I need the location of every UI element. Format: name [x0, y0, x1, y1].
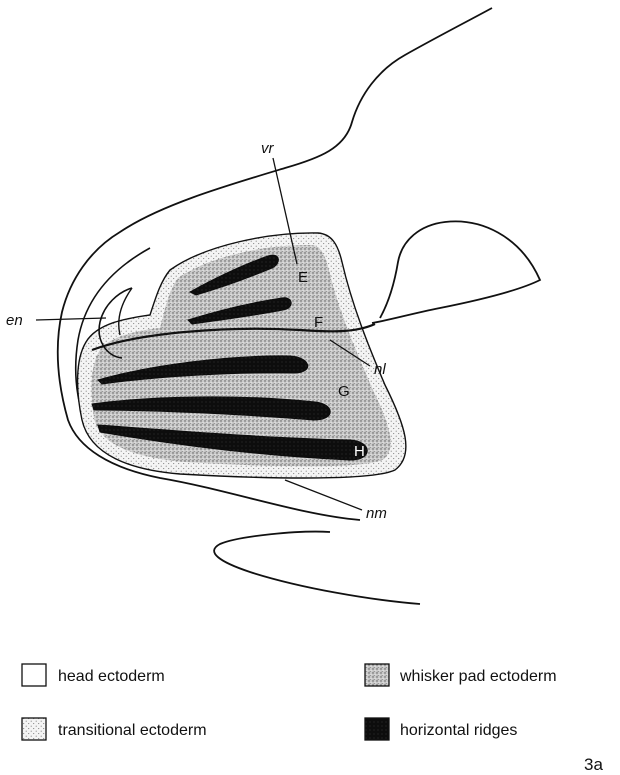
label-vr: vr — [261, 140, 275, 157]
label-nm: nm — [366, 505, 387, 522]
label-E: E — [298, 269, 308, 286]
legend-text-whisker: whisker pad ectoderm — [399, 668, 557, 685]
legend-swatch-head — [22, 664, 46, 686]
loop-outline — [372, 221, 540, 323]
label-en: en — [6, 312, 23, 329]
legend-swatch-ridges — [365, 718, 389, 740]
figure-number: 3a — [584, 755, 603, 774]
legend-swatch-transitional — [22, 718, 46, 740]
legend-text-ridges: horizontal ridges — [400, 722, 517, 739]
label-F: F — [314, 314, 323, 331]
en-leader — [36, 318, 106, 320]
label-nl: nl — [374, 361, 386, 378]
legend-text-transitional: transitional ectoderm — [58, 722, 207, 739]
legend-swatch-whisker — [365, 664, 389, 686]
jaw-outline — [214, 532, 420, 604]
legend-text-head: head ectoderm — [58, 668, 165, 685]
label-H: H — [354, 443, 365, 460]
nm-leader — [285, 480, 362, 510]
label-G: G — [338, 383, 350, 400]
